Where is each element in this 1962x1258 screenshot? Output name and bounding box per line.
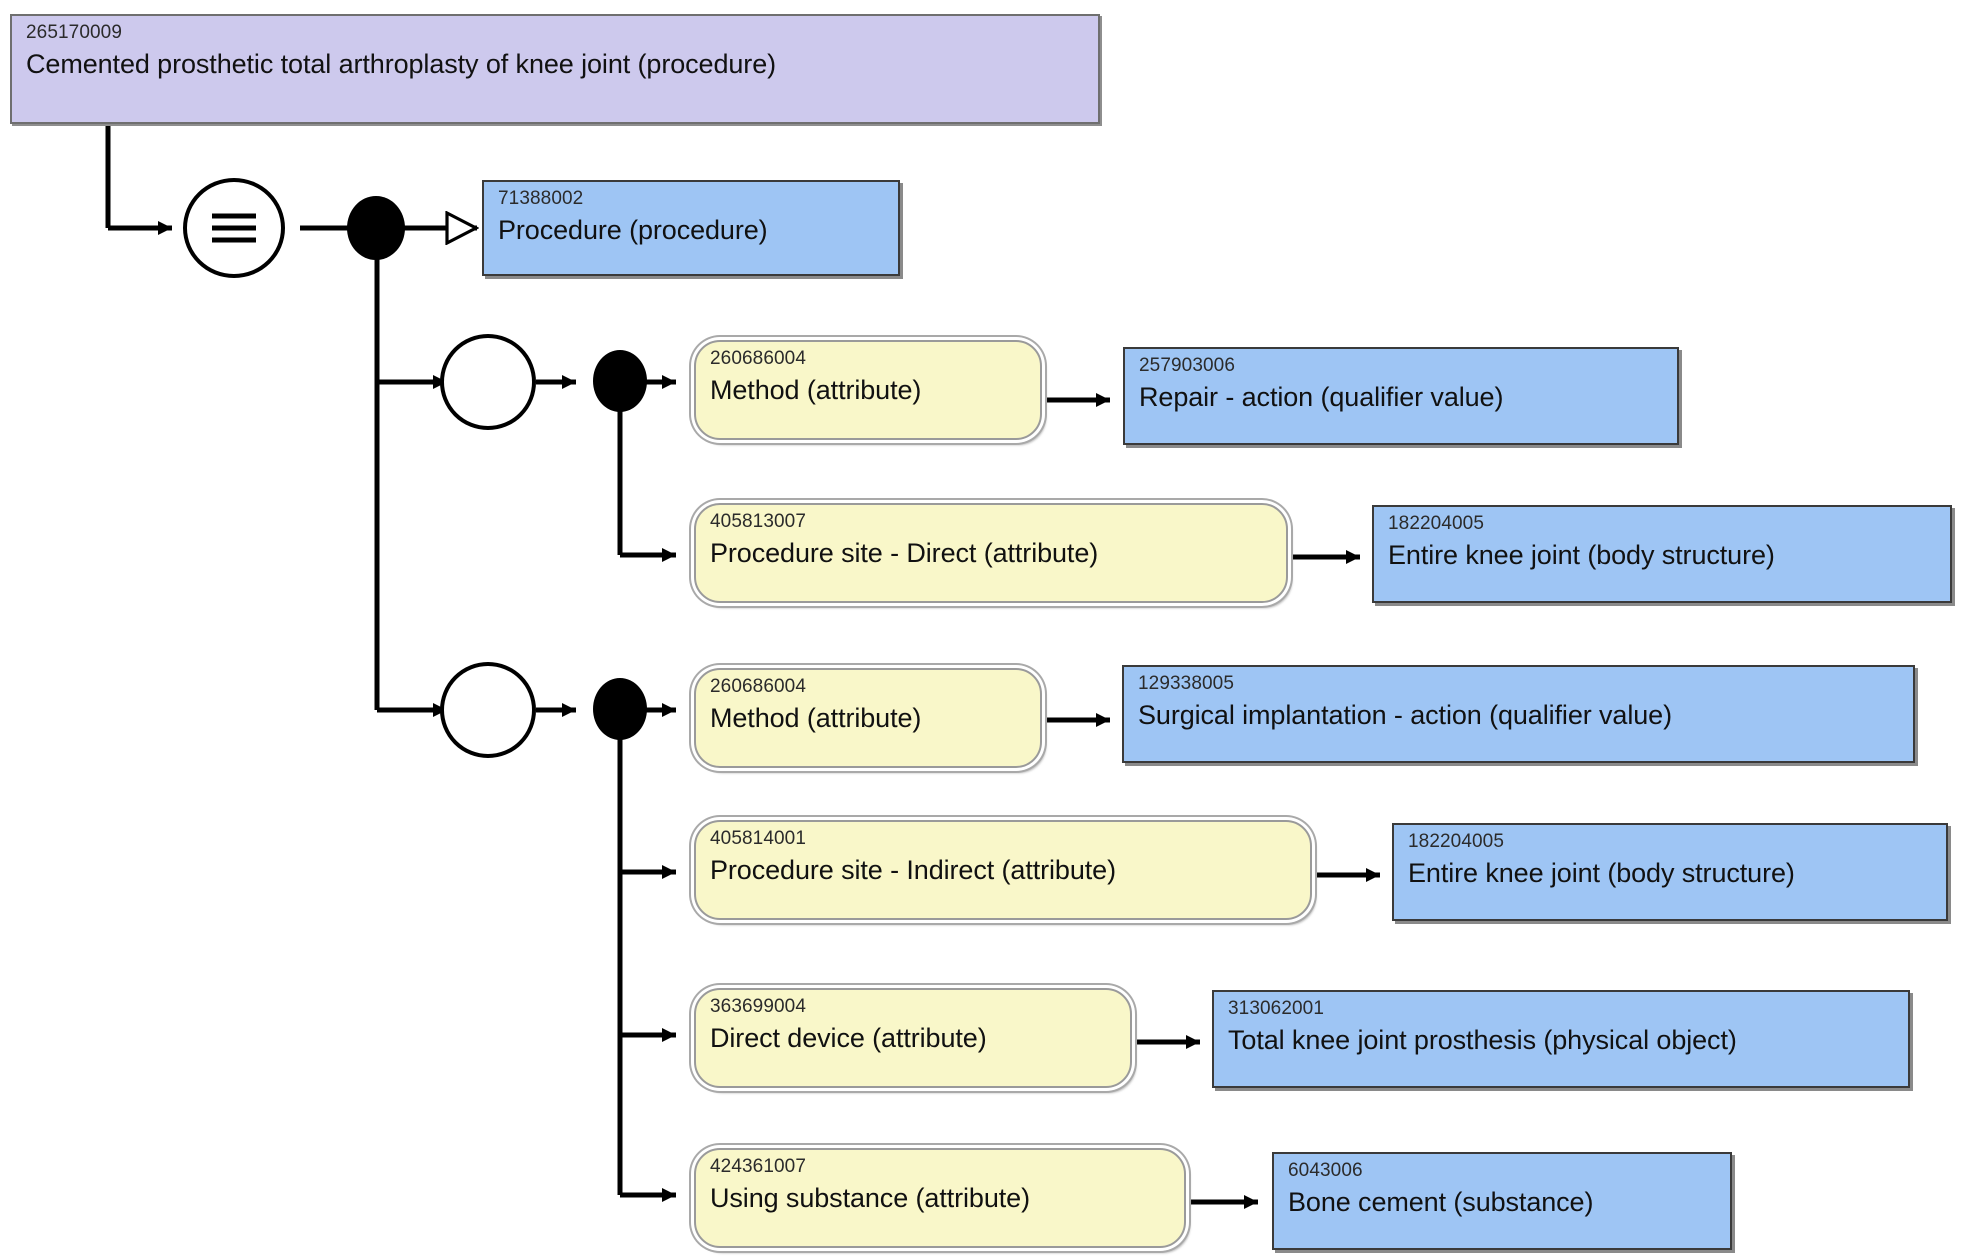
value-sctid: 182204005 <box>1388 513 1485 534</box>
value-sctid: 313062001 <box>1228 998 1325 1019</box>
attribute-box-using-substance[interactable]: 424361007 Using substance (attribute) <box>694 1148 1186 1248</box>
parent-concept-term: Procedure (procedure) <box>498 215 768 245</box>
role-group-2-icon <box>440 662 536 758</box>
value-sctid: 6043006 <box>1288 1160 1363 1181</box>
attribute-term: Method (attribute) <box>710 375 922 405</box>
attribute-box-method-1[interactable]: 260686004 Method (attribute) <box>694 340 1042 440</box>
attribute-box-procedure-site-indirect[interactable]: 405814001 Procedure site - Indirect (att… <box>694 820 1312 920</box>
value-term: Entire knee joint (body structure) <box>1408 858 1795 888</box>
attribute-sctid: 424361007 <box>710 1156 807 1177</box>
value-box-repair-action[interactable]: 257903006 Repair - action (qualifier val… <box>1123 347 1679 445</box>
value-box-bone-cement[interactable]: 6043006 Bone cement (substance) <box>1272 1152 1732 1250</box>
parent-concept-box[interactable]: 71388002 Procedure (procedure) <box>482 180 900 276</box>
attribute-sctid: 260686004 <box>710 348 807 369</box>
attribute-box-method-2[interactable]: 260686004 Method (attribute) <box>694 668 1042 768</box>
focus-concept-box[interactable]: 265170009 Cemented prosthetic total arth… <box>10 14 1100 124</box>
value-sctid: 257903006 <box>1139 355 1236 376</box>
attribute-sctid: 405813007 <box>710 511 807 532</box>
value-box-entire-knee-joint-2[interactable]: 182204005 Entire knee joint (body struct… <box>1392 823 1948 921</box>
attribute-term: Direct device (attribute) <box>710 1023 987 1053</box>
conjunction-node-group-1 <box>593 350 647 412</box>
focus-concept-term: Cemented prosthetic total arthroplasty o… <box>26 49 776 79</box>
value-term: Surgical implantation - action (qualifie… <box>1138 700 1672 730</box>
equivalence-bars-icon <box>212 207 256 250</box>
value-term: Total knee joint prosthesis (physical ob… <box>1228 1025 1737 1055</box>
value-term: Entire knee joint (body structure) <box>1388 540 1775 570</box>
attribute-sctid: 260686004 <box>710 676 807 697</box>
attribute-sctid: 405814001 <box>710 828 807 849</box>
value-sctid: 129338005 <box>1138 673 1235 694</box>
attribute-sctid: 363699004 <box>710 996 807 1017</box>
equivalence-icon <box>183 178 285 278</box>
attribute-term: Using substance (attribute) <box>710 1183 1030 1213</box>
value-box-total-knee-joint-prosthesis[interactable]: 313062001 Total knee joint prosthesis (p… <box>1212 990 1910 1088</box>
role-group-1-icon <box>440 334 536 430</box>
attribute-term: Procedure site - Direct (attribute) <box>710 538 1099 568</box>
focus-concept-sctid: 265170009 <box>26 22 123 43</box>
conjunction-node-group-2 <box>593 678 647 740</box>
value-box-entire-knee-joint-1[interactable]: 182204005 Entire knee joint (body struct… <box>1372 505 1952 603</box>
attribute-term: Method (attribute) <box>710 703 922 733</box>
value-term: Repair - action (qualifier value) <box>1139 382 1504 412</box>
value-box-surgical-implantation[interactable]: 129338005 Surgical implantation - action… <box>1122 665 1915 763</box>
parent-concept-sctid: 71388002 <box>498 188 584 209</box>
value-sctid: 182204005 <box>1408 831 1505 852</box>
attribute-box-direct-device[interactable]: 363699004 Direct device (attribute) <box>694 988 1132 1088</box>
conjunction-node-root <box>347 196 405 260</box>
attribute-box-procedure-site-direct[interactable]: 405813007 Procedure site - Direct (attri… <box>694 503 1288 603</box>
value-term: Bone cement (substance) <box>1288 1187 1594 1217</box>
attribute-term: Procedure site - Indirect (attribute) <box>710 855 1116 885</box>
